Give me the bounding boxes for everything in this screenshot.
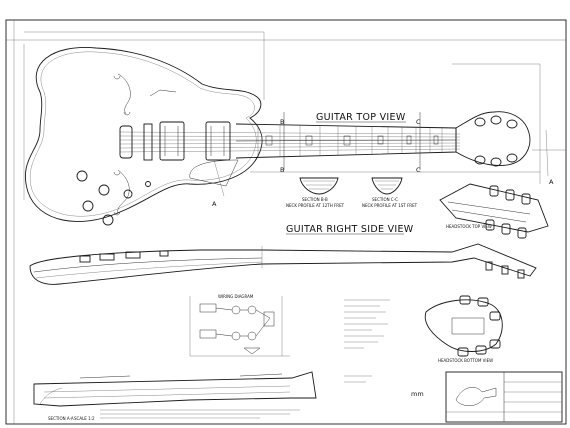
- section-bb-profile: [299, 177, 339, 195]
- side-view-title: GUITAR RIGHT SIDE VIEW: [286, 224, 414, 235]
- top-view-title: GUITAR TOP VIEW: [316, 112, 406, 123]
- section-cc-title: SECTION C-C: [372, 197, 398, 202]
- section-marker-b-top: B: [280, 118, 284, 126]
- section-cc-profile: [371, 177, 403, 195]
- section-cc-subtitle: NECK PROFILE AT 1ST FRET: [362, 203, 418, 208]
- headstock-bottom-view: [424, 295, 503, 357]
- section-marker-c-bottom: C: [416, 166, 421, 174]
- section-aa-profile: [33, 371, 317, 407]
- guitar-top-view: [25, 47, 566, 226]
- section-marker-b-bottom: B: [280, 166, 284, 174]
- wiring-diagram-label: WIRING DIAGRAM: [218, 294, 254, 299]
- title-block: [445, 371, 563, 423]
- section-aa-scale: SCALE 1:2: [74, 416, 95, 421]
- notes-block: [344, 299, 390, 383]
- section-marker-a-right: A: [549, 178, 554, 186]
- section-marker-a: A: [212, 200, 217, 208]
- guitar-side-view: [29, 243, 537, 285]
- headstock-bottom-view-label: HEADSTOCK BOTTOM VIEW: [438, 358, 493, 363]
- section-aa-title: SECTION A-A: [48, 416, 74, 421]
- wiring-diagram: [189, 296, 290, 357]
- headstock-top-view: [439, 183, 549, 239]
- section-bb-subtitle: NECK PROFILE AT 12TH FRET: [286, 203, 345, 208]
- section-marker-c-top: C: [416, 118, 421, 126]
- drawing-frame: [5, 19, 567, 425]
- section-bb-title: SECTION B-B: [302, 197, 328, 202]
- headstock-top-view-label: HEADSTOCK TOP VIEW: [446, 224, 492, 229]
- units-stamp: mm: [411, 390, 424, 398]
